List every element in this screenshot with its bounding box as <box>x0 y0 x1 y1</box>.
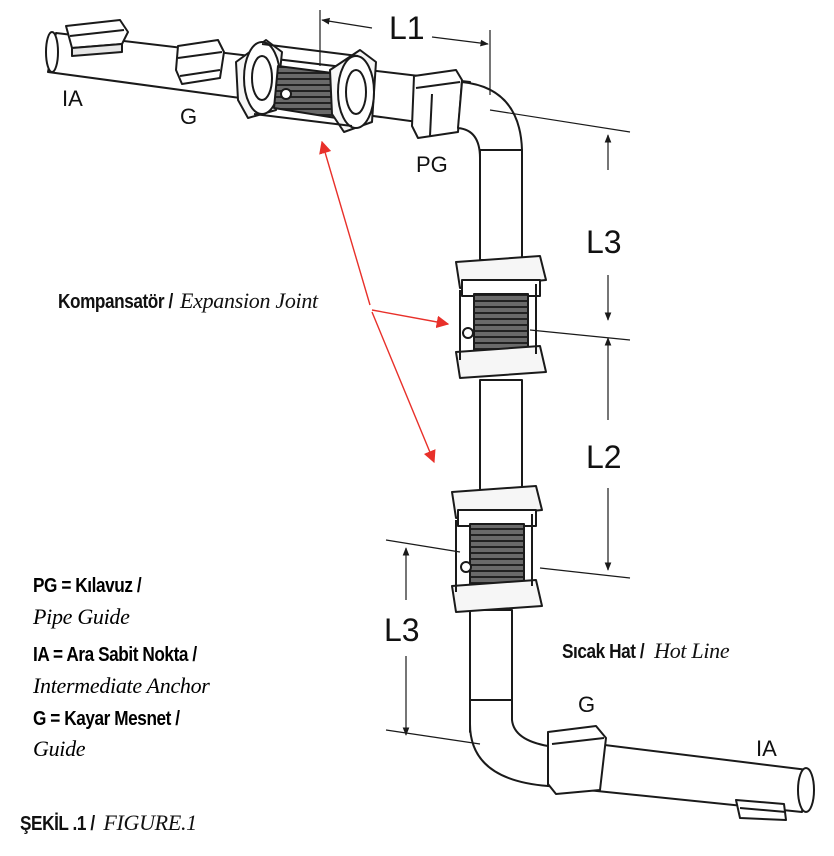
anchor-ia-top <box>65 19 129 57</box>
guide-g-bottom <box>547 725 607 795</box>
dimension-l1-label: L1 <box>389 10 425 46</box>
dimension-l2 <box>529 329 631 579</box>
legend-ia-translation: Intermediate Anchor <box>33 673 210 698</box>
legend-g-term: G = Kayar Mesnet / <box>33 708 180 730</box>
dimension-l2-label: L2 <box>586 439 622 475</box>
hot-line-label: Sıcak Hat / Hot Line <box>562 638 730 663</box>
figure-caption: ŞEKİL .1 / FIGURE.1 <box>20 810 197 835</box>
vertical-pipe <box>469 149 523 733</box>
figure-caption-term: ŞEKİL .1 / <box>20 813 95 835</box>
legend-pg-translation: Pipe Guide <box>33 604 130 629</box>
anchor-ia-bottom <box>735 799 787 821</box>
expansion-joint-vertical-lower <box>451 485 543 613</box>
figure-caption-translation: FIGURE.1 <box>103 810 197 835</box>
hot-line-translation: Hot Line <box>654 638 730 663</box>
expansion-joint-term: Kompansatör / <box>58 291 173 313</box>
dimension-l3-lower <box>385 539 481 745</box>
expansion-joint-callout-arrows <box>319 140 450 464</box>
legend-g-translation: Guide <box>33 736 86 761</box>
expansion-joint-vertical-upper <box>455 255 547 379</box>
dimension-l3-upper <box>489 109 631 321</box>
tag-pg: PG <box>416 152 448 177</box>
legend-ia-term: IA = Ara Sabit Nokta / <box>33 644 197 666</box>
expansion-joint-top <box>235 39 377 133</box>
elbow-bottom <box>469 699 549 787</box>
tag-ia-bottom: IA <box>756 736 777 761</box>
expansion-joint-translation: Expansion Joint <box>179 288 318 313</box>
dimension-l3-lower-label: L3 <box>384 612 420 648</box>
dimension-l1 <box>319 10 491 95</box>
guide-g-top <box>175 39 225 85</box>
tag-g-top: G <box>180 104 198 129</box>
tag-g-bottom: G <box>578 692 596 717</box>
legend-pg-term: PG = Kılavuz / <box>33 575 142 597</box>
hot-line-term: Sıcak Hat / <box>562 641 645 663</box>
tag-ia-top: IA <box>62 86 83 111</box>
pipe-guide-pg <box>411 69 463 139</box>
expansion-joint-label: Kompansatör / Expansion Joint <box>58 288 318 313</box>
dimension-l3-upper-label: L3 <box>586 224 622 260</box>
